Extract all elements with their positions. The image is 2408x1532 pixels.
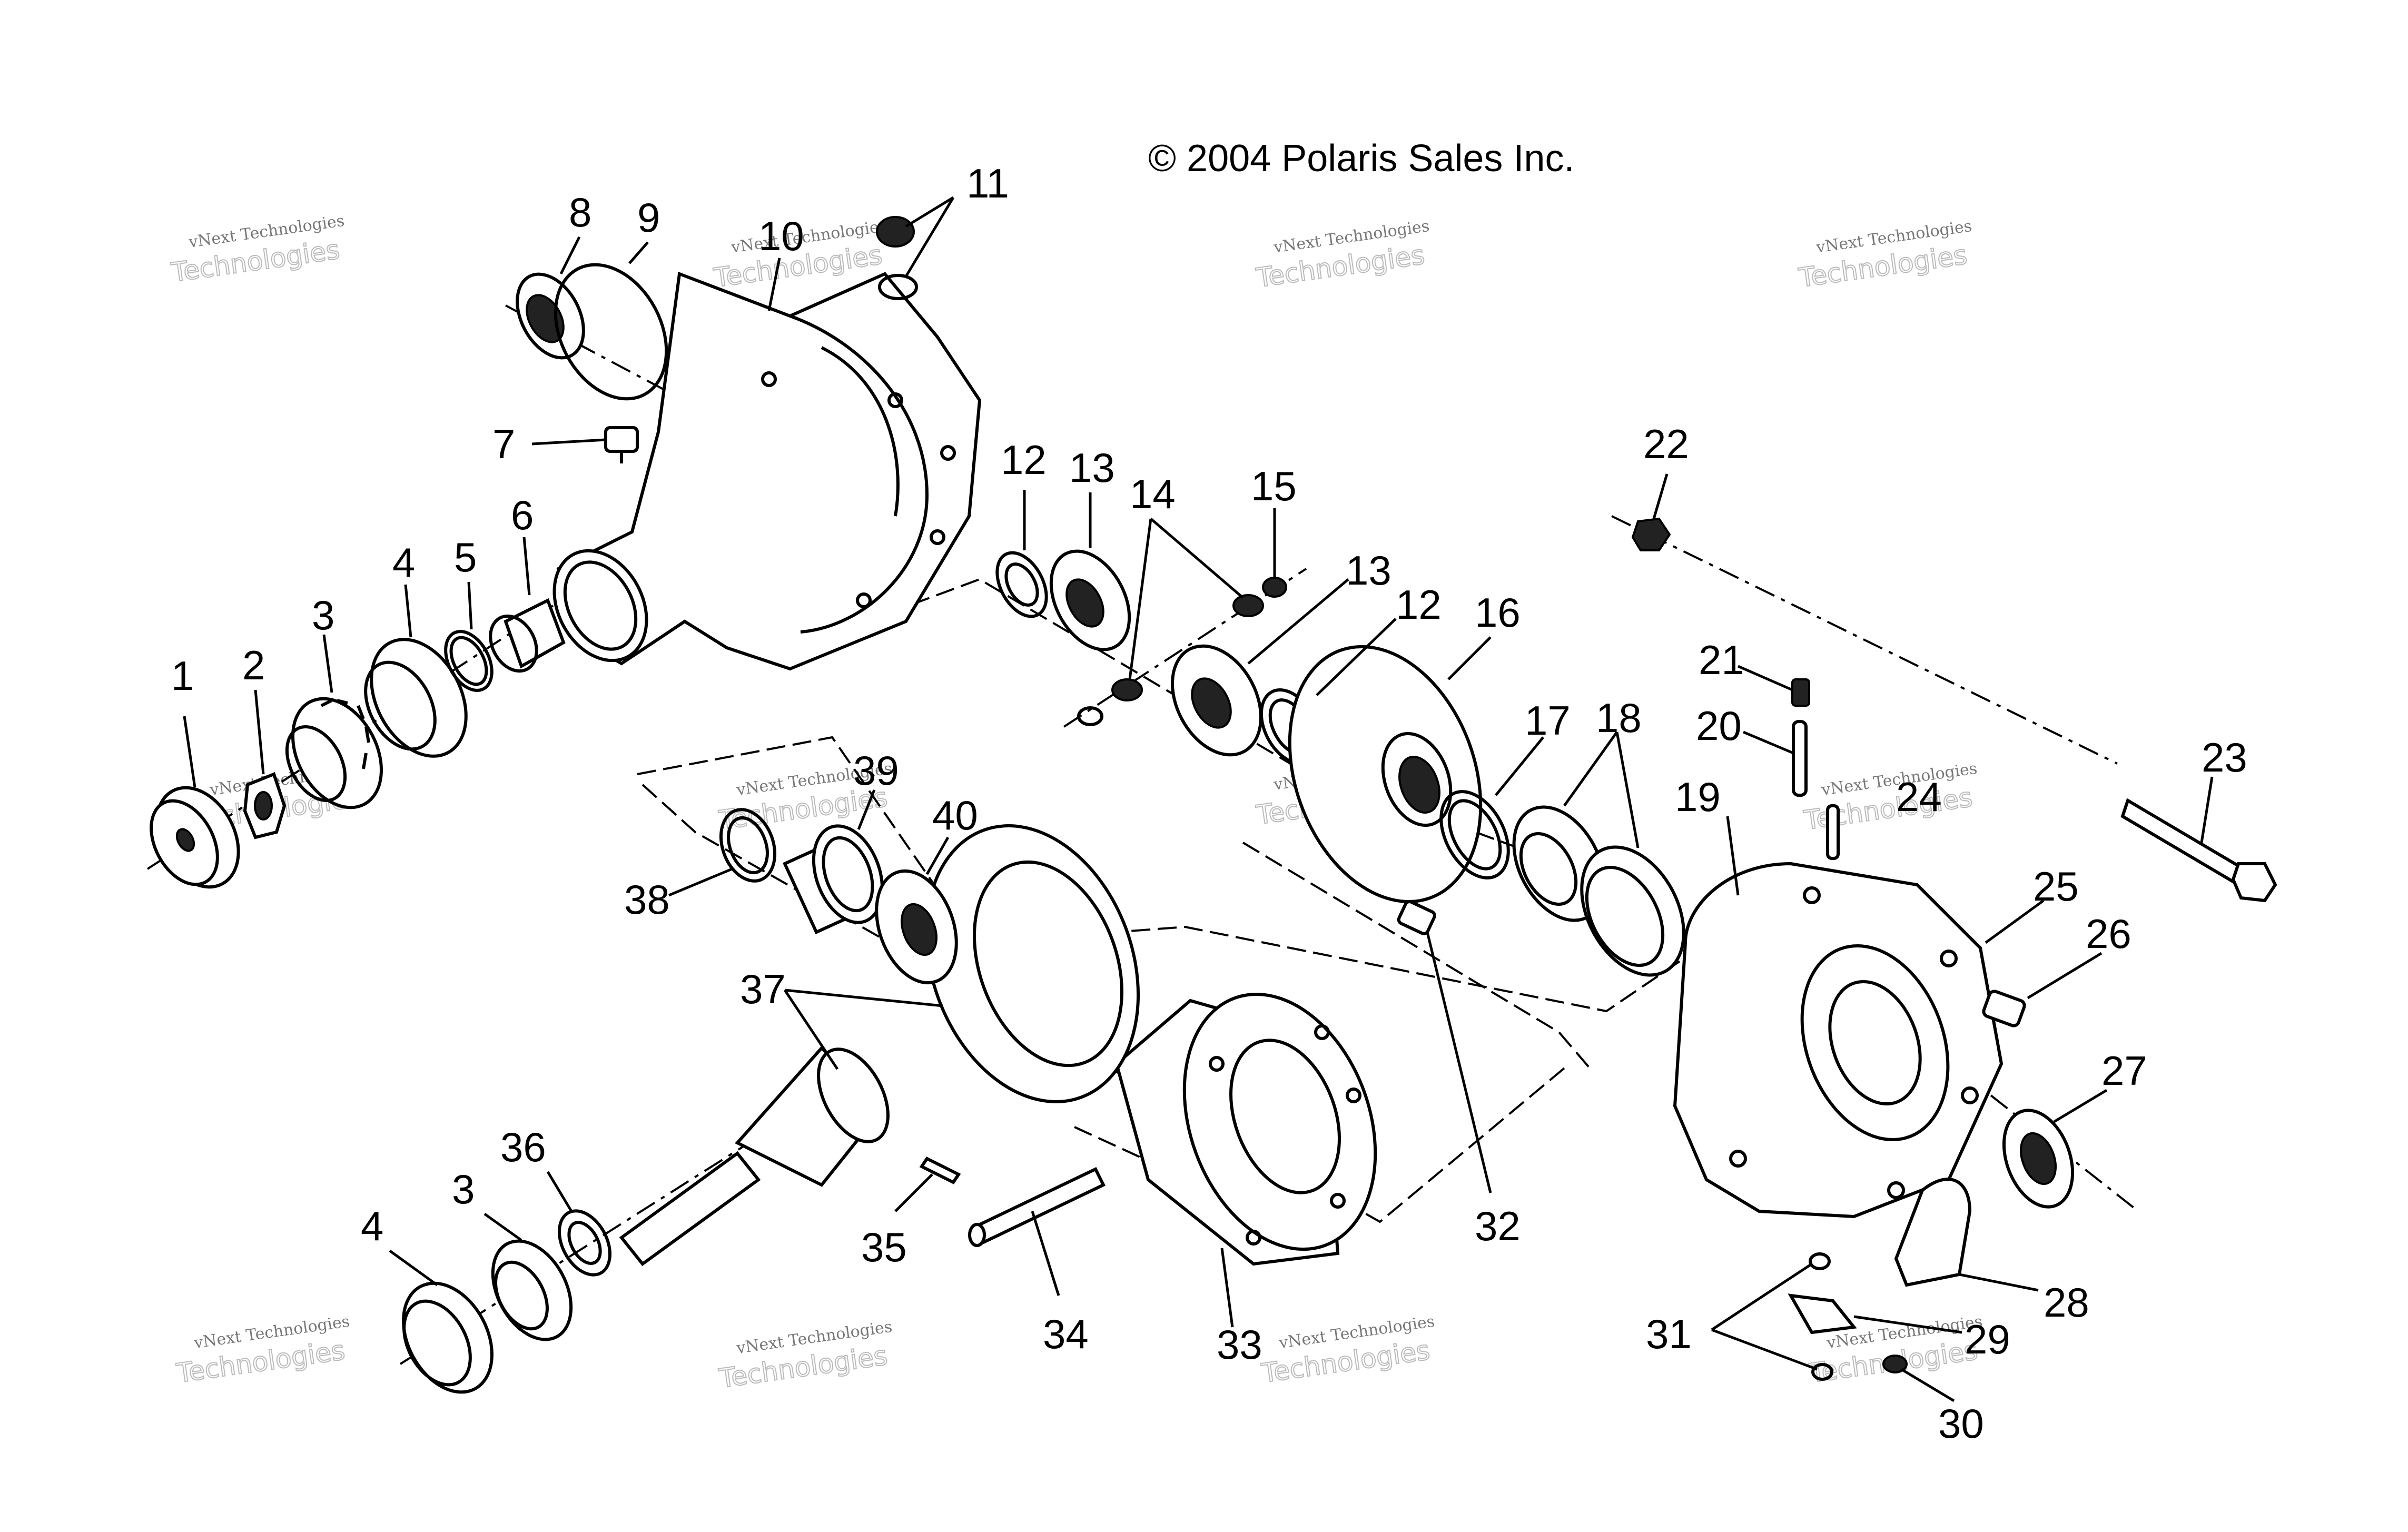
- callout-40: 40: [932, 792, 978, 838]
- copyright-notice: © 2004 Polaris Sales Inc.: [1148, 137, 1574, 180]
- bolt-axis: [1611, 515, 2118, 765]
- watermark: vNext Technologies Technologies: [716, 1318, 893, 1395]
- callout-38: 38: [624, 876, 670, 923]
- part-29-lever: [1788, 1293, 1857, 1335]
- callout-32: 32: [1475, 1203, 1521, 1249]
- callout-30: 30: [1938, 1400, 1984, 1447]
- callout-26: 26: [2086, 911, 2131, 957]
- part-5-snap-ring: [444, 630, 494, 692]
- part-3-pinion-bearing-cone: [491, 1239, 573, 1341]
- callout-3: 3: [312, 592, 334, 638]
- part-24-pin: [1826, 804, 1840, 860]
- callout-29: 29: [1965, 1316, 2010, 1362]
- part-21-set-screw: [1791, 678, 1810, 707]
- part-3-bearing-cone: [285, 697, 383, 809]
- part-9-o-ring: [554, 263, 668, 401]
- callout-19: 19: [1675, 774, 1721, 820]
- callout-39: 39: [853, 747, 899, 794]
- part-22-nut: [1631, 517, 1671, 551]
- part-40-bearing-cone: [875, 869, 958, 985]
- callout-3b: 3: [452, 1166, 475, 1212]
- callout-25: 25: [2033, 863, 2079, 910]
- callout-18: 18: [1596, 695, 1642, 741]
- callout-15: 15: [1251, 463, 1297, 509]
- part-36-shim: [557, 1209, 612, 1277]
- part-19-front-housing: [1673, 862, 2004, 1219]
- part-7-bolt: [604, 426, 639, 463]
- part-11-fill-plug: [876, 216, 918, 300]
- callout-13b: 13: [1346, 547, 1391, 594]
- gear-axis: [1063, 568, 1307, 728]
- callout-31: 31: [1646, 1311, 1692, 1357]
- callout-37: 37: [740, 966, 786, 1012]
- part-10-main-housing: [552, 271, 982, 671]
- callout-23: 23: [2202, 734, 2247, 780]
- callout-9: 9: [637, 194, 660, 241]
- part-33-differential-case: [1114, 992, 1377, 1266]
- part-26-bolt: [1982, 990, 2026, 1027]
- callout-35: 35: [861, 1224, 907, 1270]
- callout-27: 27: [2101, 1047, 2147, 1094]
- part-4-bearing-cup: [364, 638, 468, 758]
- callout-8: 8: [569, 189, 591, 235]
- part-31-clip: [1809, 1252, 1833, 1381]
- callout-22: 22: [1643, 421, 1689, 467]
- part-38-o-ring: [719, 808, 777, 883]
- watermark: vNext Technologies Technologies: [1254, 217, 1430, 294]
- part-13-side-gear: [1049, 549, 1262, 757]
- callout-4: 4: [392, 539, 415, 586]
- part-30-washer: [1882, 1355, 1908, 1373]
- leader-lines: [183, 196, 2214, 1402]
- callout-28: 28: [2044, 1279, 2089, 1326]
- part-4-pinion-bearing-cup: [402, 1281, 494, 1394]
- part-8-seal: [516, 272, 585, 360]
- part-34-cross-shaft: [968, 1167, 1106, 1247]
- part-27-gear: [2002, 1109, 2075, 1209]
- part-23-bolt: [2120, 798, 2277, 903]
- assembly-boundary: [1242, 842, 1592, 1070]
- callout-6: 6: [511, 492, 534, 538]
- callout-33: 33: [1217, 1321, 1262, 1368]
- callout-24: 24: [1896, 774, 1942, 820]
- part-14-spider-gear: [1077, 594, 1264, 726]
- callout-labels: 1 2 3 4 5 6 7 8 9 10 11 12 13 14 15 13 1…: [171, 160, 2247, 1447]
- part-6-bushing: [489, 598, 566, 673]
- callout-12b: 12: [1396, 581, 1442, 628]
- callout-1: 1: [171, 653, 194, 699]
- part-18-bearing-set: [1512, 805, 1685, 977]
- callout-11: 11: [966, 160, 1009, 206]
- callout-14: 14: [1130, 471, 1176, 517]
- callout-21: 21: [1699, 637, 1744, 683]
- callout-34: 34: [1043, 1311, 1089, 1357]
- watermark: vNext Technologies Technologies: [174, 1312, 351, 1389]
- callout-20: 20: [1696, 703, 1742, 749]
- callout-7: 7: [492, 421, 515, 467]
- callout-4b: 4: [361, 1203, 383, 1249]
- part-20-pin: [1792, 720, 1808, 797]
- callout-2: 2: [242, 642, 265, 688]
- part-15-washer: [1262, 577, 1287, 598]
- part-37-ring-and-pinion: [619, 824, 1140, 1267]
- watermark: vNext Technologies Technologies: [1796, 217, 1973, 294]
- part-28-shift-fork: [1894, 1178, 1972, 1287]
- callout-12: 12: [1001, 437, 1047, 483]
- part-39-bearing-cup: [783, 824, 884, 934]
- part-1-flange: [150, 786, 240, 889]
- assembly-boundary: [837, 578, 1675, 907]
- callout-16: 16: [1475, 589, 1521, 636]
- part-32-bolt: [1397, 900, 1436, 935]
- part-2-nut: [243, 772, 287, 839]
- callout-5: 5: [454, 534, 477, 580]
- callout-17: 17: [1525, 697, 1571, 744]
- part-35-roll-pin: [919, 1157, 961, 1184]
- callout-36: 36: [500, 1124, 546, 1170]
- callout-10: 10: [758, 213, 804, 259]
- part-17-seal-ring: [1439, 790, 1510, 879]
- callout-13: 13: [1069, 444, 1115, 491]
- watermark: vNext Technologies Technologies: [169, 212, 346, 289]
- watermark: vNext Technologies Technologies: [1259, 1312, 1436, 1389]
- part-16-clutch-plate: [1288, 645, 1483, 904]
